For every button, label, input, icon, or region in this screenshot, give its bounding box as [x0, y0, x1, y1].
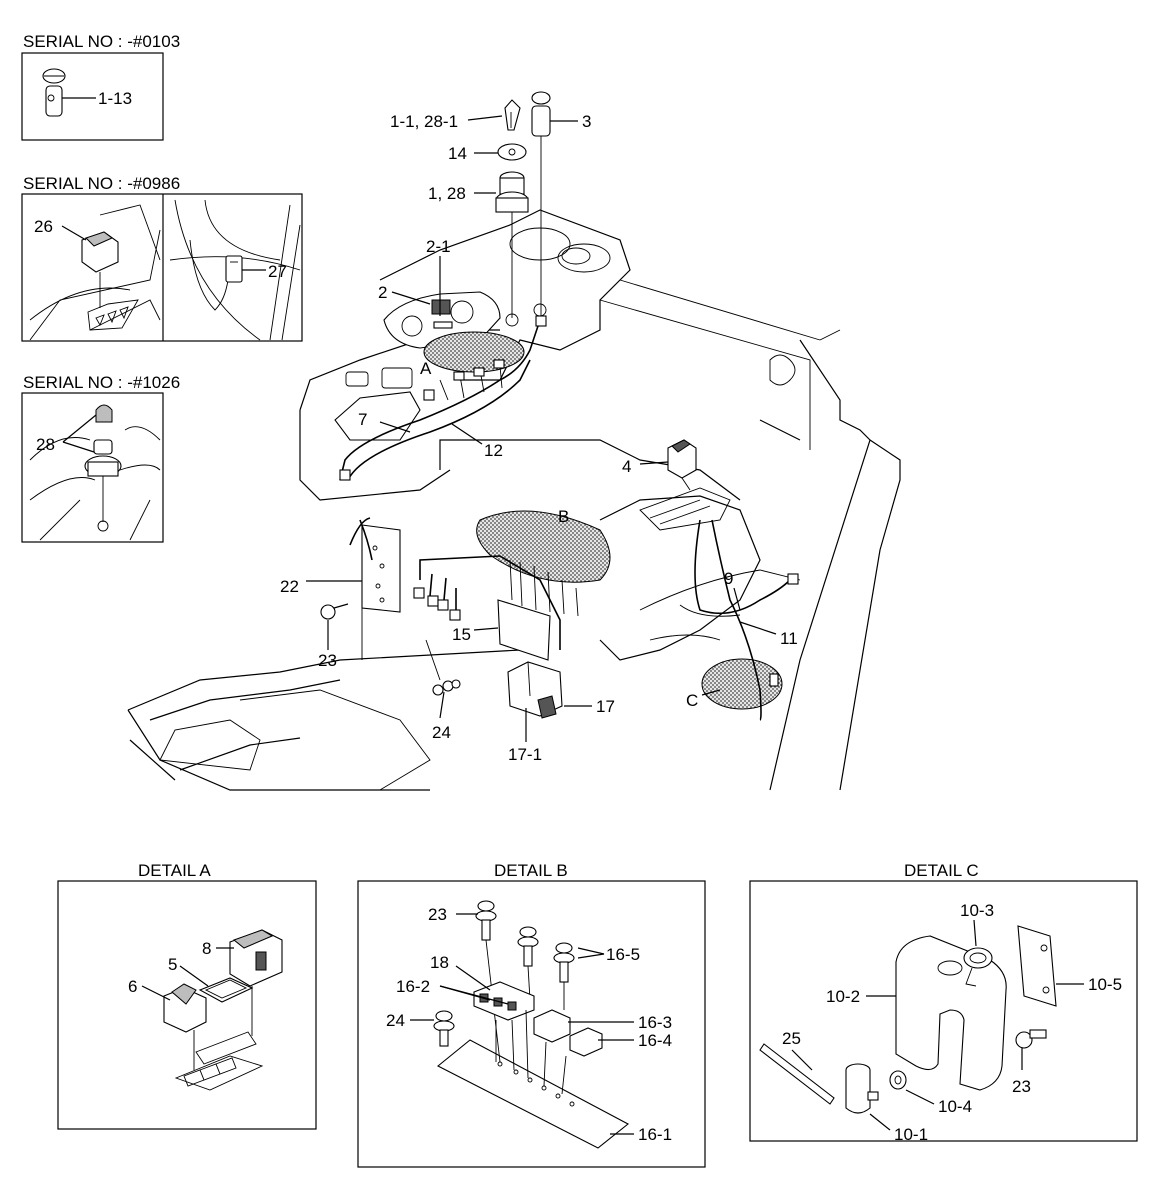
label-17-1: 17-1 [508, 745, 542, 764]
inset-title: SERIAL NO : -#0986 [23, 174, 180, 193]
part-10-2-washer-tank-icon [895, 935, 1007, 1091]
part-23-bolt-icon [320, 603, 349, 620]
label: 16-3 [638, 1013, 672, 1032]
part-25-hose-icon [759, 1043, 835, 1105]
detail-title: DETAIL B [494, 861, 568, 880]
label-12: 12 [484, 441, 503, 460]
key-icon [504, 99, 521, 131]
part-1-starter-switch-icon [495, 171, 529, 318]
label: 16-5 [606, 945, 640, 964]
part-27-connector-icon [225, 255, 243, 283]
connector-icon [413, 587, 461, 621]
part-8-rocker-switch-icon [229, 929, 283, 1036]
label: 10-4 [938, 1097, 972, 1116]
label-1-28: 1, 28 [428, 184, 466, 203]
part-16-3-relay-icon [533, 1009, 571, 1087]
part-4-rocker-switch-icon [667, 439, 697, 491]
detail-a: DETAIL A 8 5 6 [57, 861, 317, 1130]
label: 26 [34, 217, 53, 236]
label: 10-3 [960, 901, 994, 920]
label: 27 [268, 262, 287, 281]
label: 6 [128, 977, 137, 996]
label: 8 [202, 939, 211, 958]
detail-a-area-icon [423, 331, 525, 373]
label-14: 14 [448, 144, 467, 163]
label: 23 [1012, 1077, 1031, 1096]
switch-slots-icon [87, 299, 139, 331]
part-1-13-icon [42, 68, 66, 117]
part-24-screw-icon [433, 1010, 455, 1047]
detail-c-area-icon [701, 658, 783, 710]
part-17-controller-icon [507, 661, 563, 719]
inset-title: SERIAL NO : -#0103 [23, 32, 180, 51]
label-17: 17 [596, 697, 615, 716]
label-11: 11 [780, 629, 798, 648]
inset-serial-0103: SERIAL NO : -#0103 1-13 [21, 32, 180, 141]
part-26-rocker-switch-icon [81, 231, 119, 308]
inset-title: SERIAL NO : -#1026 [23, 373, 180, 392]
part-7-tray-icon [334, 391, 421, 441]
part-16-1-base-plate-icon [436, 1039, 629, 1149]
label: 25 [782, 1029, 801, 1048]
label: 16-2 [396, 977, 430, 996]
label: 10-5 [1088, 975, 1122, 994]
detail-c: DETAIL C [749, 861, 1138, 1144]
detail-title: DETAIL C [904, 861, 979, 880]
part-10-5-bracket-icon [1017, 925, 1057, 1007]
inset-serial-0986: SERIAL NO : -#0986 26 27 [21, 174, 303, 342]
part-24-fastener-icon [425, 639, 461, 696]
label: 16-1 [638, 1125, 672, 1144]
detail-b-area-icon [476, 510, 611, 583]
label-24: 24 [432, 723, 451, 742]
part-14-washer-icon [497, 143, 527, 161]
cup-holder-icon [509, 227, 611, 273]
label: 1-13 [98, 89, 132, 108]
label: 23 [428, 905, 447, 924]
part-22-relay-board-icon [361, 524, 401, 660]
label-4: 4 [622, 457, 631, 476]
label: 28 [36, 435, 55, 454]
label-22: 22 [280, 577, 299, 596]
label-15: 15 [452, 625, 471, 644]
label-b: B [558, 507, 569, 526]
label: 10-1 [894, 1125, 928, 1144]
label: 16-4 [638, 1031, 672, 1050]
detail-title: DETAIL A [138, 861, 211, 880]
part-28-key-switch-icon [84, 404, 122, 532]
part-5-bezel-icon [198, 977, 254, 1003]
connector-icon [339, 315, 547, 481]
label-3: 3 [582, 112, 591, 131]
label-1-1-28-1: 1-1, 28-1 [390, 112, 458, 131]
label-2-1: 2-1 [426, 237, 451, 256]
part-23-screw-icon [475, 900, 501, 1063]
label-a: A [420, 359, 432, 378]
label: 18 [430, 953, 449, 972]
part-10-3-cap-icon [963, 947, 993, 987]
switch-panel-slots-icon [174, 1031, 264, 1091]
label: 10-2 [826, 987, 860, 1006]
main-cab-drawing: 1-1, 28-1 3 14 1, 28 2-1 2 A 7 12 4 B 9 … [127, 91, 901, 791]
label: 5 [168, 955, 177, 974]
part-15-bracket-icon [497, 599, 551, 661]
part-3-lamp-switch-icon [531, 91, 551, 318]
label: 24 [386, 1011, 405, 1030]
label-2: 2 [378, 283, 387, 302]
label-9: 9 [724, 569, 733, 588]
detail-b: DETAIL B [357, 861, 706, 1168]
inset-serial-1026: SERIAL NO : -#1026 28 [21, 373, 180, 543]
label-7: 7 [358, 410, 367, 429]
label-c: C [686, 691, 698, 710]
label-23: 23 [318, 651, 337, 670]
part-6-rocker-switch-icon [163, 983, 207, 1070]
part-23-screw-icon [1015, 1029, 1047, 1049]
part-10-1-pump-icon [845, 1063, 879, 1114]
part-16-4-relay-icon [561, 1027, 603, 1095]
part-10-4-grommet-icon [889, 1070, 907, 1090]
